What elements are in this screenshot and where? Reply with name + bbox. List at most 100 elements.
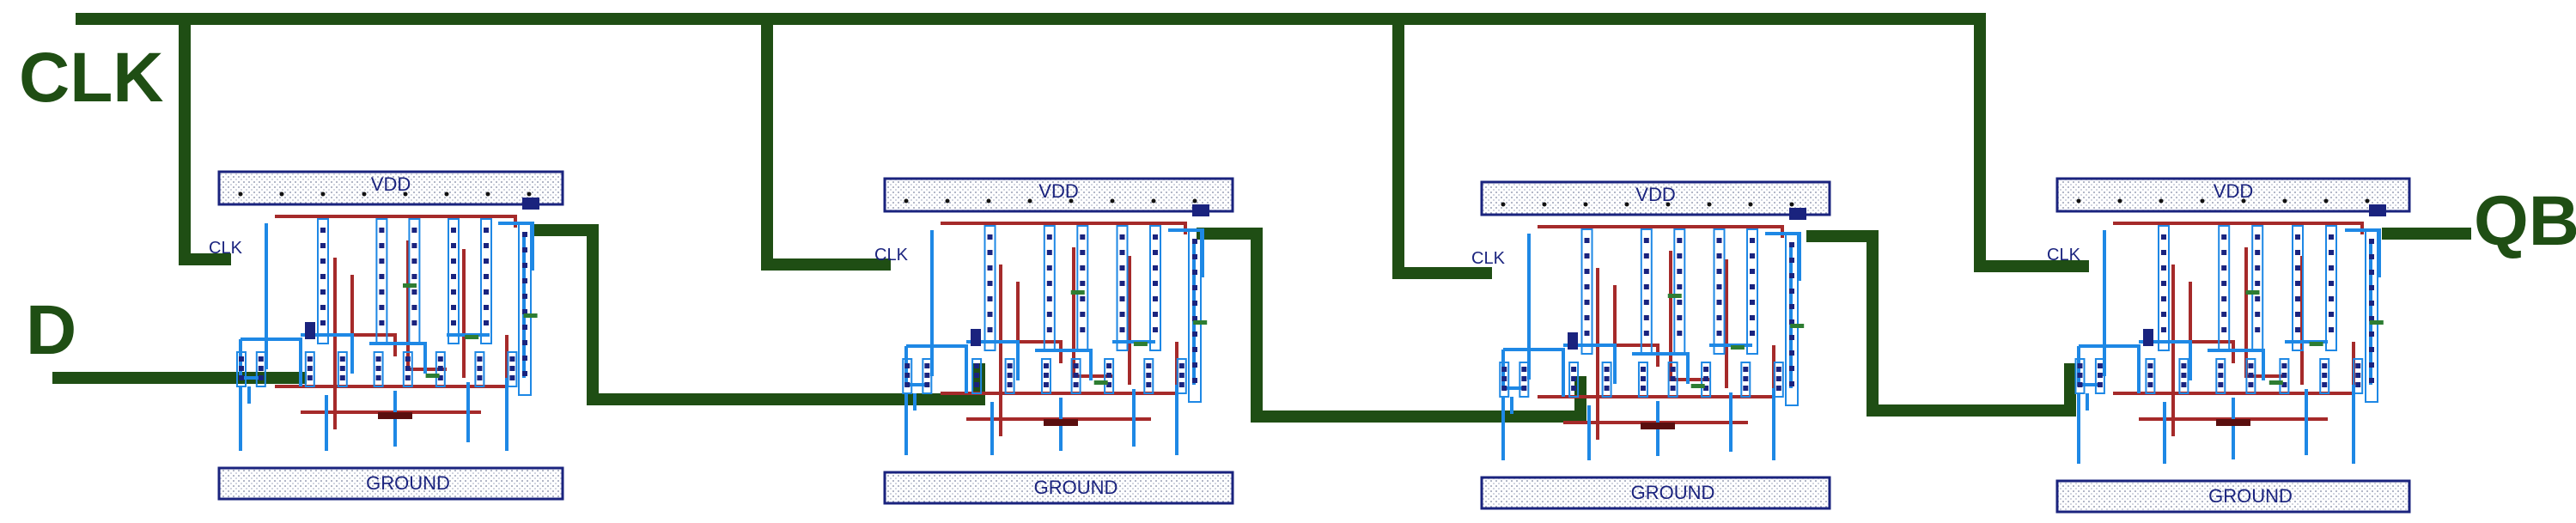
ground-label: GROUND <box>366 472 450 494</box>
via-marker <box>403 283 417 288</box>
nmos-transistor <box>1740 362 1751 398</box>
nmos-transistor <box>435 351 446 387</box>
stage-3-to-4-wire <box>1806 230 2076 417</box>
nmos-transistor <box>902 358 913 394</box>
via-marker <box>1730 345 1745 350</box>
poly-strap <box>378 412 412 419</box>
vdd-label: VDD <box>371 173 411 195</box>
nmos-transistor <box>2094 358 2105 394</box>
nmos-transistor <box>507 351 518 387</box>
metal-route <box>498 222 534 271</box>
pmos-transistor <box>1580 228 1593 355</box>
metal-route <box>241 338 302 386</box>
ground-rail <box>217 466 564 501</box>
poly-route <box>1538 225 1784 238</box>
qb-output-label: QB <box>2474 182 2576 260</box>
d-input-label: D <box>26 291 76 369</box>
pmos-transistor <box>408 218 421 344</box>
nmos-transistor <box>1176 358 1187 394</box>
vdd-label: VDD <box>1635 184 1675 205</box>
vdd-rail <box>883 177 1234 213</box>
rail-contact <box>1501 202 1506 207</box>
ground-label: GROUND <box>2208 485 2293 507</box>
nmos-transistor <box>1104 358 1115 394</box>
cell-clk-label: CLK <box>874 246 909 265</box>
nmos-transistor <box>1143 358 1154 394</box>
nmos-transistor <box>2279 358 2290 394</box>
pmos-transistor <box>2325 225 2337 351</box>
nmos-transistor <box>1004 358 1015 394</box>
via-marker <box>1667 294 1682 298</box>
rail-contact <box>2323 198 2329 204</box>
metal-route <box>906 344 968 393</box>
metal-route <box>369 342 427 374</box>
rail-contact <box>1583 202 1588 207</box>
rail-contact <box>2282 198 2287 204</box>
rail-contact <box>1110 198 1115 204</box>
output-transistor-column <box>2365 229 2378 403</box>
rail-contact <box>945 198 950 204</box>
rail-contact <box>527 192 532 197</box>
pmos-transistor <box>2292 225 2304 351</box>
rail-contact <box>2365 198 2370 204</box>
cell-clk-label: CLK <box>2047 246 2081 265</box>
metal-route <box>966 340 1020 380</box>
cell-clk-label: CLK <box>209 239 243 258</box>
interconnect-wires <box>52 13 2471 423</box>
poly-route <box>941 222 1187 234</box>
clk-drop-wire-2 <box>761 13 891 271</box>
poly-route <box>1669 251 1709 381</box>
pmos-transistor <box>480 218 492 344</box>
nmos-transistor <box>1040 358 1051 394</box>
via-marker <box>1193 320 1208 325</box>
pmos-transistor <box>1149 225 1161 351</box>
nmos-transistor <box>2074 358 2086 394</box>
rail-contact <box>1192 198 1197 204</box>
rail-contact <box>279 192 284 197</box>
pmos-transistor <box>1076 225 1089 351</box>
output-contact <box>1192 204 1209 216</box>
nmos-transistor <box>1499 362 1510 398</box>
metal-route <box>2079 344 2141 393</box>
via-marker <box>2245 290 2260 295</box>
nmos-transistor <box>236 351 247 387</box>
nmos-transistor <box>1568 362 1580 398</box>
clk-drop-wire-1 <box>179 13 231 265</box>
rail-contact <box>1748 202 1753 207</box>
rail-contact <box>2076 198 2081 204</box>
ground-rail <box>2055 479 2411 514</box>
clk-bus-wire <box>76 13 2089 272</box>
metal-route <box>2345 228 2381 277</box>
rail-contact <box>986 198 991 204</box>
rail-contact <box>2241 198 2246 204</box>
metal-route <box>2139 340 2192 380</box>
rail-contact <box>1069 198 1074 204</box>
pmos-transistor <box>1116 225 1129 351</box>
metal-route <box>1765 232 1801 281</box>
pmos-transistor <box>1713 228 1726 355</box>
output-contact <box>522 198 539 210</box>
vdd-rail <box>1480 180 1831 216</box>
pmos-transistor <box>375 218 388 344</box>
nmos-transistor <box>2353 358 2364 394</box>
rail-contact <box>1151 198 1156 204</box>
vdd-label: VDD <box>2214 180 2253 202</box>
ground-label: GROUND <box>1631 482 1715 503</box>
nmos-transistor <box>373 351 384 387</box>
nmos-transistor <box>2215 358 2226 394</box>
poly-strap <box>2216 419 2250 426</box>
stage-1-to-2-wire <box>531 224 985 405</box>
metal-route <box>1563 344 1617 384</box>
input-contact <box>305 322 315 339</box>
rail-contact <box>1542 202 1547 207</box>
output-contact <box>2369 204 2386 216</box>
via-marker <box>425 374 440 378</box>
input-contact <box>971 329 981 346</box>
rail-contact <box>403 192 408 197</box>
nmos-transistor <box>1773 362 1784 398</box>
rail-contact <box>2117 198 2122 204</box>
pmos-transistor <box>1043 225 1056 351</box>
via-marker <box>2309 342 2323 346</box>
